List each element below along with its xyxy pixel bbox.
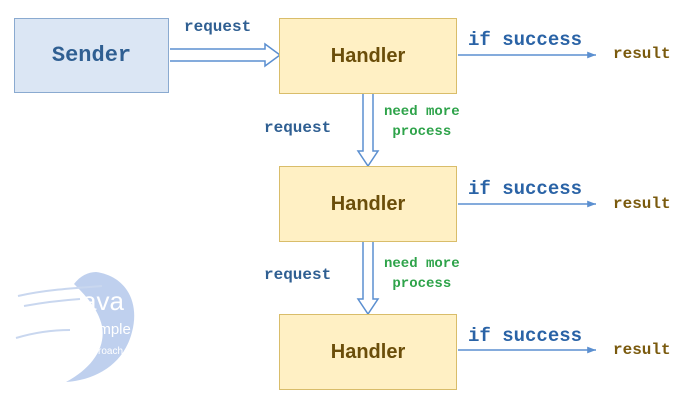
logo-text-app: app: [54, 342, 91, 367]
logo-text-ample: ample: [90, 321, 131, 338]
request-label-2: request: [264, 119, 332, 137]
need-more-label-2: need more process: [384, 254, 460, 294]
result-label-2: result: [613, 195, 671, 213]
logo-text-ava: ava: [82, 286, 124, 316]
sender-box: Sender: [14, 18, 169, 93]
request-arrow-2: [356, 91, 380, 168]
need-more-line-1: need more: [384, 256, 460, 272]
need-more-line-2: process: [392, 124, 452, 140]
request-arrow-1: [170, 42, 282, 68]
java-example-approach-logo: ava ample app roach: [15, 272, 135, 382]
logo-text-roach: roach: [98, 346, 123, 357]
request-label-1: request: [184, 18, 252, 36]
handler-box-2: Handler: [279, 166, 457, 242]
handler-box-3: Handler: [279, 314, 457, 390]
success-label-2: if success: [468, 178, 583, 200]
result-label-1: result: [613, 45, 671, 63]
success-label-1: if success: [468, 29, 583, 51]
request-label-3: request: [264, 266, 332, 284]
request-arrow-3: [356, 239, 380, 316]
success-label-3: if success: [468, 325, 583, 347]
result-label-3: result: [613, 341, 671, 359]
handler-box-1: Handler: [279, 18, 457, 94]
need-more-line-1: need more: [384, 104, 460, 120]
need-more-line-2: process: [392, 276, 452, 292]
need-more-label-1: need more process: [384, 102, 460, 142]
